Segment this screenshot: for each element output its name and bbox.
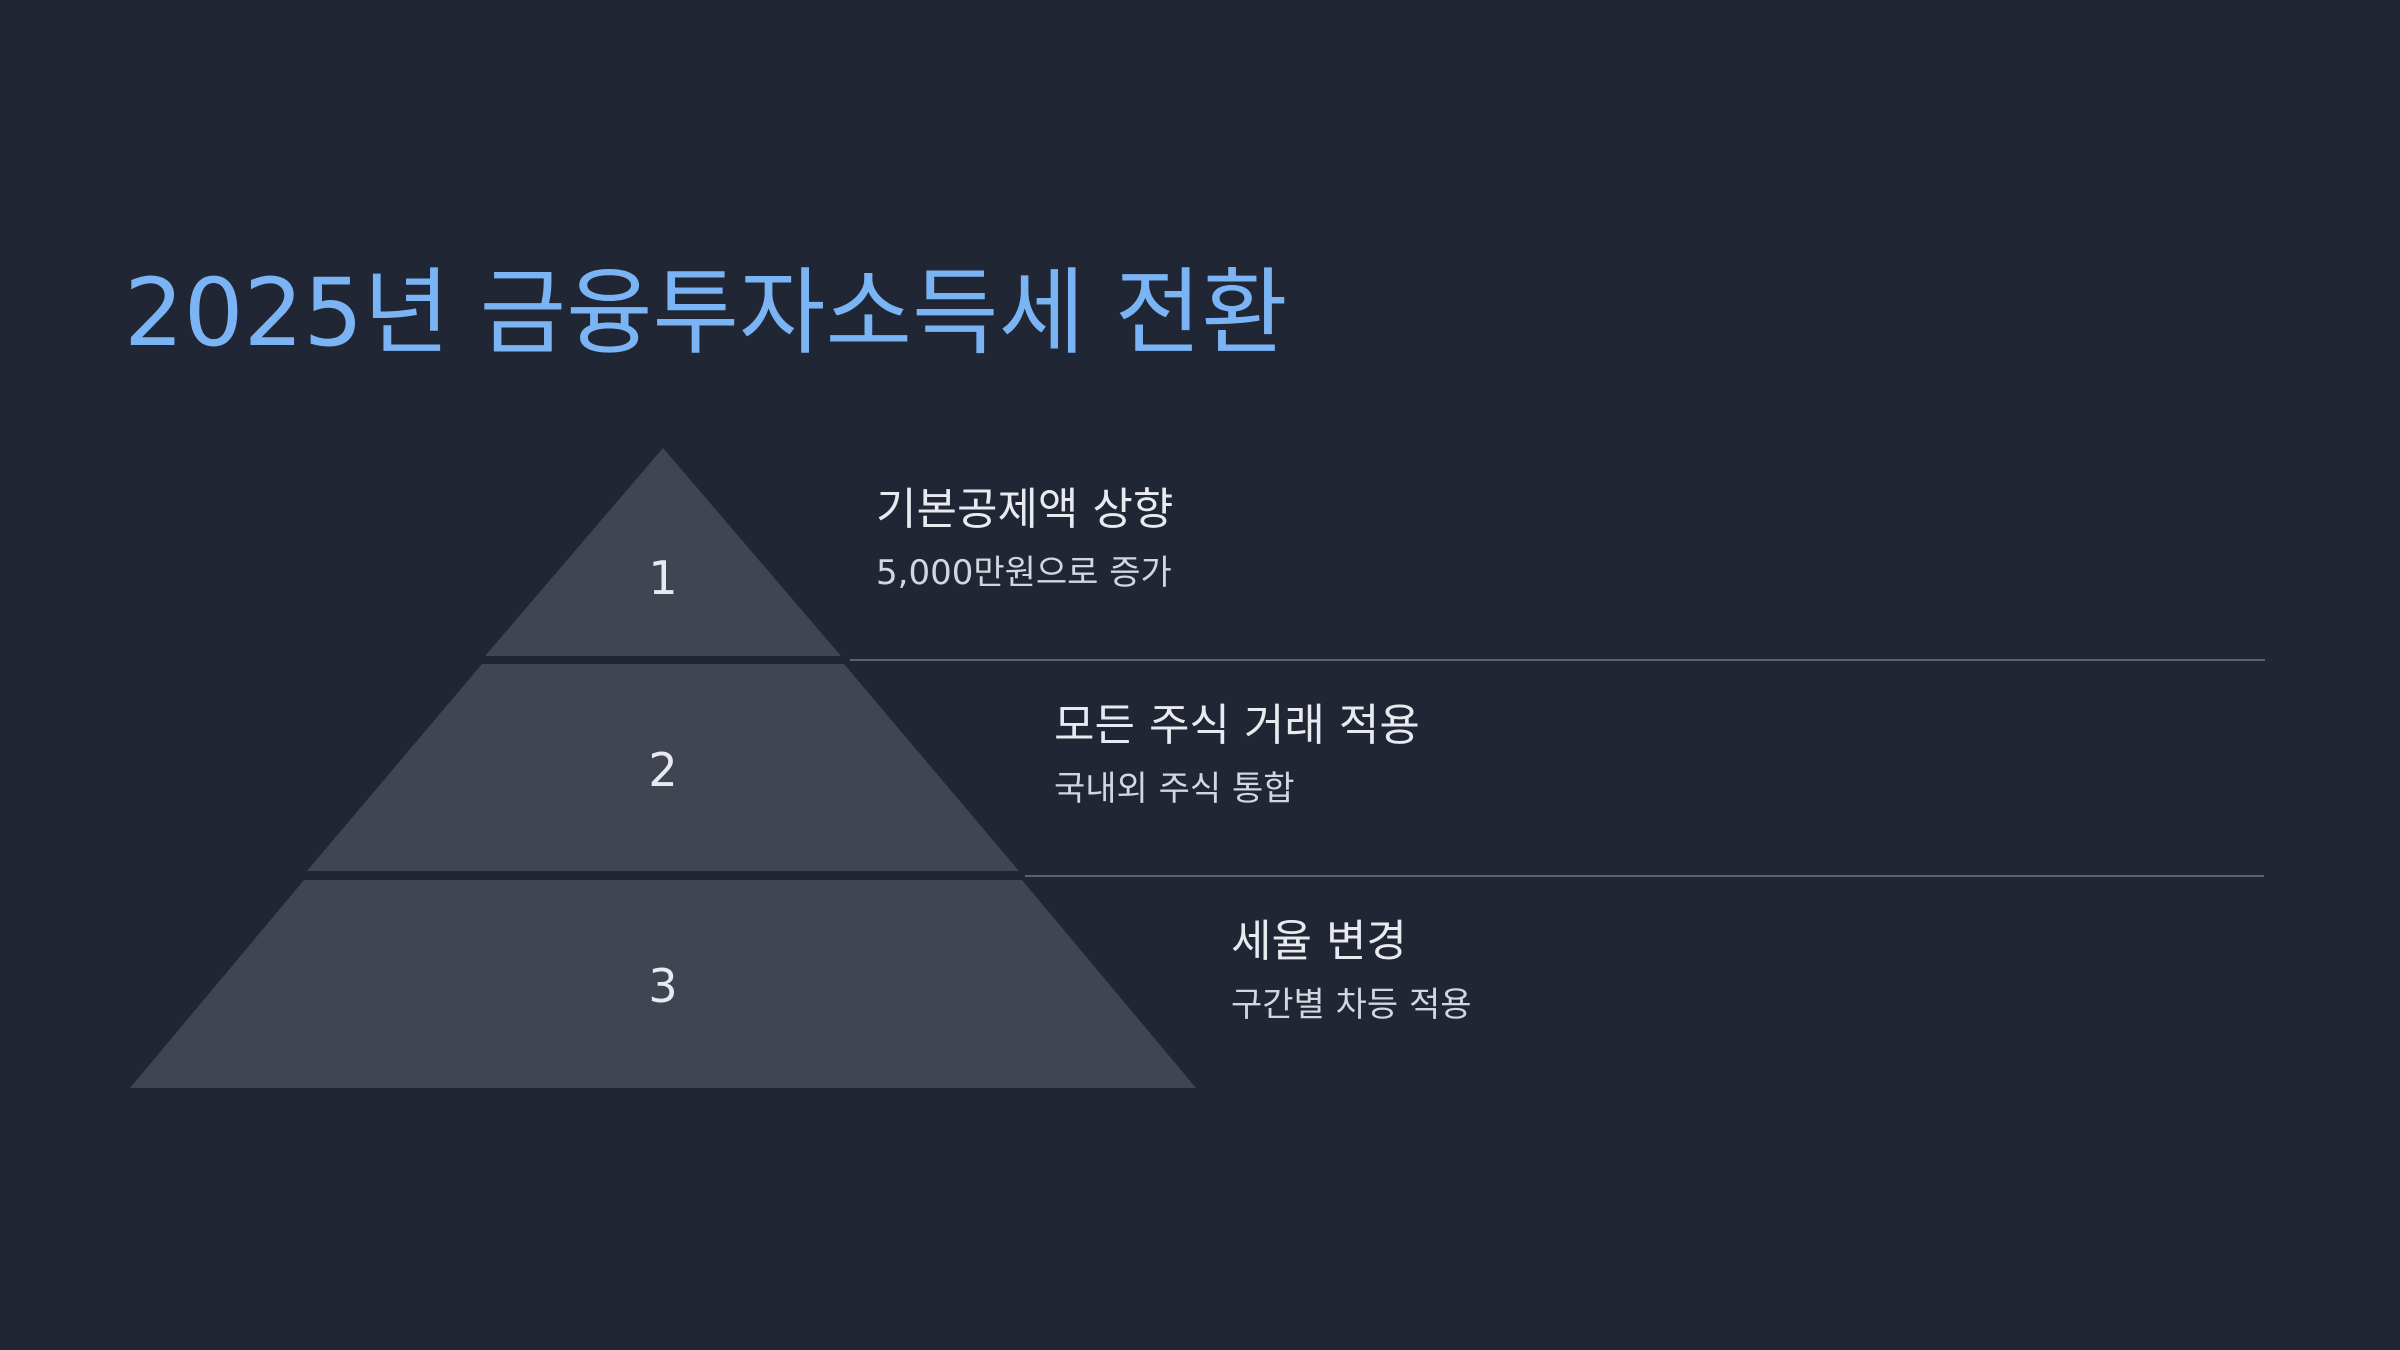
pyramid-tier-1 [485,448,841,656]
level-1-text: 기본공제액 상향 5,000만원으로 증가 [876,484,1173,594]
level-2-subtext: 국내외 주식 통합 [1054,768,1295,809]
tier-number-1: 1 [648,551,677,605]
slide-title: 2025년 금융투자소득세 전환 [124,259,1288,368]
tier-number-3: 3 [648,959,677,1013]
divider-2 [1025,875,2264,877]
level-3-heading: 세율 변경 [1231,916,1407,967]
divider-1 [850,659,2265,661]
level-3-subtext: 구간별 차등 적용 [1231,984,1472,1025]
level-2-text: 모든 주식 거래 적용 국내외 주식 통합 [1054,700,1420,810]
tier-number-2: 2 [648,743,677,797]
level-1-heading: 기본공제액 상향 [876,484,1174,535]
level-1-subtext: 5,000만원으로 증가 [876,552,1172,593]
pyramid-tier-3 [130,880,1196,1088]
level-3-text: 세율 변경 구간별 차등 적용 [1231,916,1472,1026]
level-2-heading: 모든 주식 거래 적용 [1054,700,1420,751]
pyramid-tier-2 [307,664,1019,871]
